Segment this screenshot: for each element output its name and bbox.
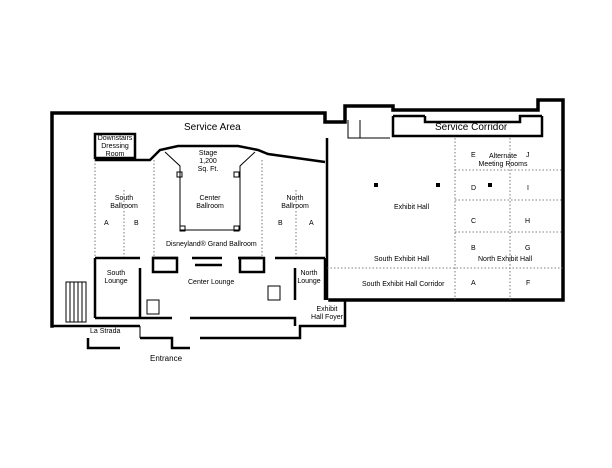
dressing-line-3: Room	[105, 151, 125, 158]
pillar-right	[238, 256, 266, 274]
room-f-label: F	[526, 280, 531, 287]
stage-corner-bl	[179, 225, 186, 232]
entrance-label: Entrance	[150, 354, 183, 363]
room-g-label: G	[525, 245, 531, 252]
ballroom-dividers	[94, 160, 297, 258]
center-ballroom-line-1: Center	[199, 195, 221, 202]
south-lounge-line-1: South	[106, 270, 126, 277]
alternate-meeting-rooms-label: Alternate Meeting Rooms	[478, 153, 528, 169]
staircase-center-left	[146, 299, 160, 315]
lounge-walls	[93, 258, 327, 326]
stage-outline	[164, 151, 256, 231]
room-h-label: H	[525, 218, 531, 225]
staircase-left	[65, 281, 87, 323]
north-exhibit-hall-label: North Exhibit Hall	[478, 256, 533, 263]
alternate-line-1: Alternate	[488, 153, 518, 160]
north-ballroom-line-2: Ballroom	[281, 203, 309, 210]
column-1	[374, 183, 378, 187]
room-c-label: C	[471, 218, 477, 225]
outer-wall-west	[50, 98, 565, 328]
staircase-center-right	[267, 285, 281, 301]
south-lower-wall	[52, 300, 347, 350]
north-lounge-line-2: Lounge	[297, 278, 321, 285]
corridor-notch	[347, 120, 390, 139]
grand-ballroom-label: Disneyland® Grand Ballroom	[166, 241, 257, 248]
column-2	[436, 183, 440, 187]
dressing-line-2: Dressing	[101, 143, 129, 150]
center-lounge-label: Center Lounge	[188, 279, 235, 286]
north-ballroom-label: North Ballroom	[275, 195, 315, 211]
south-exhibit-hall-label: South Exhibit Hall	[374, 256, 430, 263]
south-ballroom-b-label: B	[134, 220, 139, 227]
service-corridor-label: Service Corridor	[435, 122, 508, 133]
north-lounge-label: North Lounge	[292, 270, 326, 286]
north-ballroom-line-1: North	[286, 195, 304, 202]
south-ballroom-a-label: A	[104, 220, 109, 227]
service-corridor-wall	[391, 114, 544, 138]
room-a-label: A	[471, 280, 476, 287]
column-3	[488, 183, 492, 187]
south-exhibit-hall-corridor-label: South Exhibit Hall Corridor	[362, 281, 445, 288]
stage-line-3: Sq. Ft.	[197, 166, 219, 173]
exhibit-hall-foyer-label: Exhibit Hall Foyer	[310, 306, 344, 322]
north-ballroom-a-label: A	[309, 220, 314, 227]
service-area-lower-wall	[95, 144, 326, 164]
stage-corner-tl	[176, 171, 183, 178]
south-lounge-label: South Lounge	[99, 270, 133, 286]
room-d-label: D	[471, 185, 477, 192]
la-strada-label: La Strada	[90, 328, 121, 335]
south-ballroom-label: South Ballroom	[104, 195, 144, 211]
south-ballroom-line-1: South	[114, 195, 134, 202]
room-i-label: I	[527, 185, 529, 192]
downstairs-dressing-room-box	[93, 132, 137, 160]
service-area-label: Service Area	[184, 122, 241, 133]
foyer-line-1: Exhibit	[316, 306, 338, 313]
stair-treads-left	[69, 282, 83, 322]
north-lounge-line-1: North	[300, 270, 318, 277]
south-lounge-line-2: Lounge	[104, 278, 128, 285]
center-ballroom-line-2: Ballroom	[196, 203, 224, 210]
north-ballroom-b-label: B	[278, 220, 283, 227]
pillar-left	[151, 256, 179, 274]
room-j-label: J	[526, 152, 530, 159]
south-ballroom-line-2: Ballroom	[110, 203, 138, 210]
stage-corner-tr	[233, 171, 240, 178]
exhibit-hall-divider	[327, 138, 563, 300]
stage-label: Stage 1,200 Sq. Ft.	[192, 150, 224, 174]
stage-line-1: Stage	[198, 150, 218, 157]
alternate-rooms-grid	[455, 169, 563, 233]
dressing-line-1: Downstairs	[97, 135, 133, 142]
stage-line-2: 1,200	[199, 158, 217, 165]
room-b-label: B	[471, 245, 476, 252]
alternate-line-2: Meeting Rooms	[478, 161, 528, 168]
foyer-line-2: Hall Foyer	[311, 314, 343, 321]
downstairs-dressing-room-label: Downstairs Dressing Room	[97, 135, 133, 159]
center-ballroom-label: Center Ballroom	[190, 195, 230, 211]
exhibit-hall-label: Exhibit Hall	[394, 204, 430, 211]
stage-corner-br	[233, 225, 240, 232]
room-e-label: E	[471, 152, 476, 159]
